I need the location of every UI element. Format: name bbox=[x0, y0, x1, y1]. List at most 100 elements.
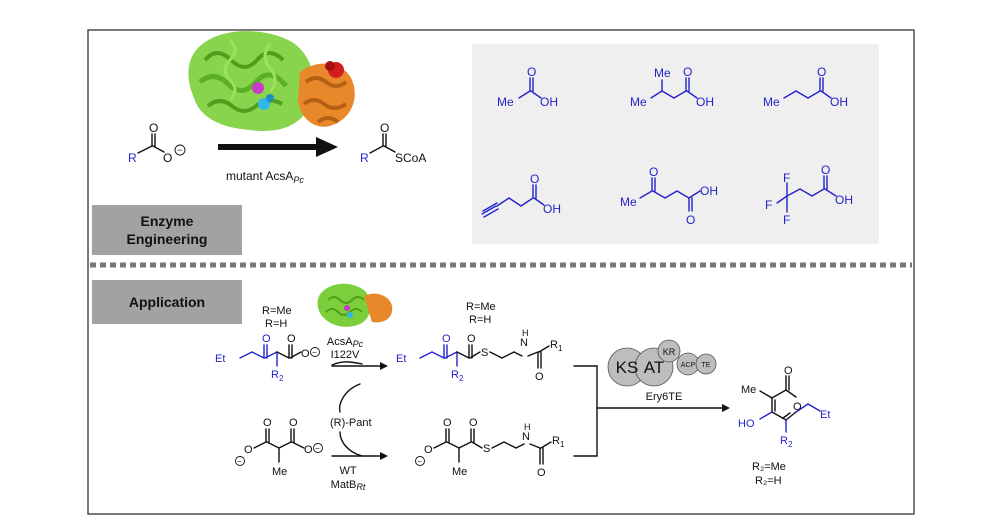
pentynoic-O: O bbox=[530, 172, 539, 186]
arrow-label: mutant AcsAPc bbox=[226, 169, 304, 185]
malonate-charge-2: − bbox=[315, 444, 320, 453]
thio2-N: N bbox=[522, 431, 530, 443]
thio2-R1: R1 bbox=[552, 435, 565, 449]
malonate-O-2: O bbox=[289, 417, 298, 429]
thio2-H: H bbox=[524, 422, 531, 432]
trifluoro-F2: F bbox=[765, 198, 772, 212]
trifluoro-O: O bbox=[821, 163, 830, 177]
enzyme-matb: MatBRt bbox=[331, 479, 366, 492]
protein-structure-image bbox=[188, 31, 355, 131]
isovaleric-O: O bbox=[683, 65, 692, 79]
ketoacid-R2: R2 bbox=[271, 369, 284, 383]
product-SCoA: SCoA bbox=[395, 151, 426, 165]
convergence-bracket bbox=[573, 365, 730, 457]
trifluoro-F3: F bbox=[783, 213, 790, 227]
thio2-O-2: O bbox=[469, 417, 478, 429]
acetic-OH: OH bbox=[540, 95, 558, 109]
molecule-levulinic-acid: Me O OH O bbox=[620, 165, 718, 227]
malonate-charge-1: − bbox=[237, 457, 242, 466]
ketoacid-O-keto: O bbox=[262, 333, 271, 345]
isovaleric-Me-top: Me bbox=[654, 66, 671, 80]
thio1-R2: R2 bbox=[451, 369, 464, 383]
malonate-substrate: O O O O − − Me bbox=[235, 417, 323, 478]
enzyme-wt: WT bbox=[339, 465, 356, 477]
levulinic-O: O bbox=[686, 213, 695, 227]
malonate-O-3: O bbox=[244, 444, 253, 456]
molecule-isovaleric-acid: Me Me O OH bbox=[630, 65, 714, 109]
thio2-Me: Me bbox=[452, 466, 467, 478]
thio2-O-anion: O bbox=[424, 444, 433, 456]
pyrone-HO: HO bbox=[738, 418, 755, 430]
molecule-butyric-acid: Me O OH bbox=[763, 65, 848, 109]
molecule-pentynoic-acid: O OH bbox=[481, 172, 561, 218]
enzyme-mutation: I122V bbox=[331, 349, 360, 361]
r-option-left-1: R=Me bbox=[262, 305, 292, 317]
pks-name: Ery6TE bbox=[646, 391, 683, 403]
protein-thumbnail bbox=[317, 283, 393, 327]
butyric-Me: Me bbox=[763, 95, 780, 109]
r-option-mid-2: R=H bbox=[469, 314, 491, 326]
pyrone-R2: R2 bbox=[780, 435, 793, 449]
butyric-O: O bbox=[817, 65, 826, 79]
levulinic-OH: OH bbox=[700, 184, 718, 198]
ketoacid-Et: Et bbox=[215, 353, 225, 365]
module-ACP: ACP bbox=[681, 362, 696, 369]
module-AT: AT bbox=[644, 358, 664, 377]
module-KS: KS bbox=[616, 358, 639, 377]
product-option-1: R₂=Me bbox=[752, 461, 786, 473]
acetic-O: O bbox=[527, 65, 536, 79]
malonate-O-4: O bbox=[304, 444, 313, 456]
module-KR: KR bbox=[663, 347, 676, 357]
levulinic-Me: Me bbox=[620, 195, 637, 209]
product-acyl-coa: R O SCoA bbox=[360, 121, 426, 165]
enzyme-engineering-label-line2: Engineering bbox=[127, 231, 208, 247]
ketoacid-O-anion: O bbox=[301, 348, 310, 360]
pyrone-Me: Me bbox=[741, 384, 756, 396]
substrate-R: R bbox=[128, 151, 137, 165]
thio1-Et: Et bbox=[396, 353, 406, 365]
thio1-H: H bbox=[522, 328, 529, 338]
trifluoro-OH: OH bbox=[835, 193, 853, 207]
pyrone-O-ring: O bbox=[793, 401, 802, 413]
figure-frame bbox=[87, 29, 915, 515]
malonate-O-1: O bbox=[263, 417, 272, 429]
ketoacid-O-carbonyl: O bbox=[287, 333, 296, 345]
main-reaction-arrow bbox=[218, 137, 338, 157]
pyrone-product: O O Me HO Et R2 bbox=[738, 365, 830, 449]
malonate-Me: Me bbox=[272, 466, 287, 478]
reaction-arrows-left bbox=[331, 361, 388, 460]
substrate-O-top: O bbox=[149, 121, 158, 135]
pks-module: KS AT KR ACP TE bbox=[607, 339, 717, 387]
product-R: R bbox=[360, 151, 369, 165]
ketoacid-charge: − bbox=[312, 348, 317, 357]
isovaleric-Me-left: Me bbox=[630, 95, 647, 109]
thio2-O-1: O bbox=[443, 417, 452, 429]
pyrone-O-carbonyl: O bbox=[784, 365, 793, 377]
butyric-OH: OH bbox=[830, 95, 848, 109]
thio1-S: S bbox=[481, 347, 488, 359]
thio2-charge: − bbox=[417, 457, 422, 466]
thio2-O-amide: O bbox=[537, 467, 546, 479]
acetic-Me: Me bbox=[497, 95, 514, 109]
pyrone-Et: Et bbox=[820, 409, 830, 421]
product-option-2: R₂=H bbox=[755, 475, 782, 487]
thioester-intermediate-top: Et O O S N H O R1 R2 bbox=[396, 328, 563, 383]
thio1-O-amide: O bbox=[535, 371, 544, 383]
thioester-intermediate-bottom: O O O − S N H O R1 Me bbox=[415, 417, 565, 479]
thio1-O-keto: O bbox=[442, 333, 451, 345]
substrate-O: O bbox=[163, 151, 172, 165]
molecule-acetic-acid: Me O OH bbox=[497, 65, 558, 109]
pentynoic-OH: OH bbox=[543, 202, 561, 216]
substrate-charge: − bbox=[177, 145, 182, 155]
product-O: O bbox=[380, 121, 389, 135]
trifluoro-F1: F bbox=[783, 171, 790, 185]
r-option-mid-1: R=Me bbox=[466, 301, 496, 313]
thio2-S: S bbox=[483, 443, 490, 455]
enzyme-acsa: AcsAPc bbox=[327, 336, 364, 349]
thio1-O-carbonyl: O bbox=[467, 333, 476, 345]
molecule-trifluorobutyric-acid: F F F O OH bbox=[765, 163, 853, 227]
enzyme-engineering-label-box bbox=[92, 205, 242, 255]
levulinic-O-keto: O bbox=[649, 165, 658, 179]
application-label: Application bbox=[129, 294, 205, 310]
